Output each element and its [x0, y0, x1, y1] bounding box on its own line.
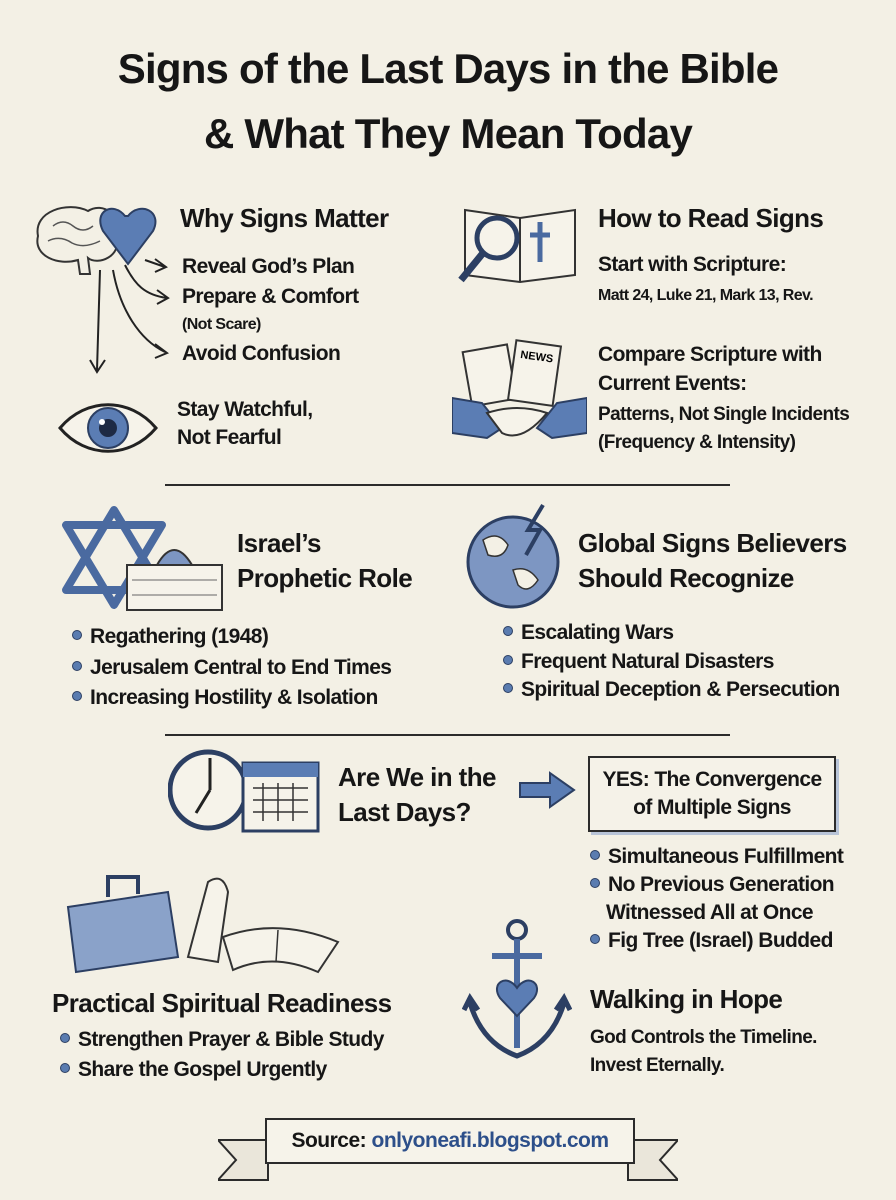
compare-patterns: Patterns, Not Single Incidents	[598, 404, 850, 425]
israel-heading: Prophetic Role	[237, 563, 413, 593]
divider	[165, 484, 730, 486]
last-item: Simultaneous Fulfillment	[590, 846, 844, 867]
toolbox-prayer-bible-icon	[66, 875, 340, 974]
last-item: Fig Tree (Israel) Budded	[590, 930, 833, 951]
divider	[165, 734, 730, 736]
global-heading: Global Signs Believers	[578, 528, 847, 558]
why-item: Reveal God’s Plan	[182, 255, 355, 278]
compare-line: Current Events:	[598, 372, 747, 395]
globe-lightning-icon	[466, 503, 560, 609]
compare-frequency: (Frequency & Intensity)	[598, 432, 796, 453]
last-item: No Previous Generation	[590, 874, 835, 895]
title-line-2: & What They Mean Today	[204, 110, 693, 157]
title-line-1: Signs of the Last Days in the Bible	[117, 45, 779, 92]
star-of-david-jerusalem-icon	[62, 506, 223, 611]
anchor-heart-icon	[462, 919, 572, 1059]
last-question: Are We in the	[338, 762, 496, 792]
source-link[interactable]: onlyoneafi.blogspot.com	[371, 1129, 610, 1152]
news-label: NEWS	[520, 349, 554, 365]
last-question: Last Days?	[338, 797, 471, 827]
arrow-right-icon	[519, 771, 576, 809]
brain-heart-icon	[36, 206, 157, 275]
arrows-icon	[89, 258, 170, 374]
answer-box: YES: The Convergence of Multiple Signs	[588, 756, 836, 832]
watch-line: Stay Watchful,	[177, 398, 313, 421]
clock-calendar-icon	[168, 749, 320, 833]
hope-heading: Walking in Hope	[590, 984, 783, 1014]
hope-line: God Controls the Timeline.	[590, 1027, 817, 1048]
news-handshake-icon: NEWS	[452, 339, 587, 440]
read-heading: How to Read Signs	[598, 203, 824, 233]
hope-line: Invest Eternally.	[590, 1055, 725, 1076]
global-item: Escalating Wars	[503, 622, 674, 643]
source-label: Source:	[291, 1129, 367, 1152]
why-item-note: (Not Scare)	[182, 316, 261, 333]
bible-magnifier-icon	[458, 208, 576, 284]
watch-line: Not Fearful	[177, 426, 282, 449]
israel-item: Jerusalem Central to End Times	[72, 657, 392, 678]
why-item: Prepare & Comfort	[182, 285, 359, 308]
read-refs: Matt 24, Luke 21, Mark 13, Rev.	[598, 287, 814, 304]
global-item: Frequent Natural Disasters	[503, 651, 774, 672]
compare-line: Compare Scripture with	[598, 343, 822, 366]
ready-heading: Practical Spiritual Readiness	[52, 988, 392, 1018]
ready-item: Strengthen Prayer & Bible Study	[60, 1029, 384, 1050]
israel-item: Increasing Hostility & Isolation	[72, 687, 378, 708]
source-banner: Source: onlyoneafi.blogspot.com	[265, 1118, 635, 1164]
israel-item: Regathering (1948)	[72, 626, 269, 647]
global-heading: Should Recognize	[578, 563, 794, 593]
answer-line: of Multiple Signs	[633, 796, 791, 819]
why-item: Avoid Confusion	[182, 342, 341, 365]
read-start: Start with Scripture:	[598, 253, 787, 276]
israel-heading: Israel’s	[237, 528, 321, 558]
last-item-cont: Witnessed All at Once	[606, 901, 814, 924]
answer-line: YES: The Convergence	[602, 768, 822, 791]
ready-item: Share the Gospel Urgently	[60, 1059, 327, 1080]
global-item: Spiritual Deception & Persecution	[503, 679, 840, 700]
why-heading: Why Signs Matter	[180, 203, 389, 233]
eye-icon	[58, 403, 158, 453]
